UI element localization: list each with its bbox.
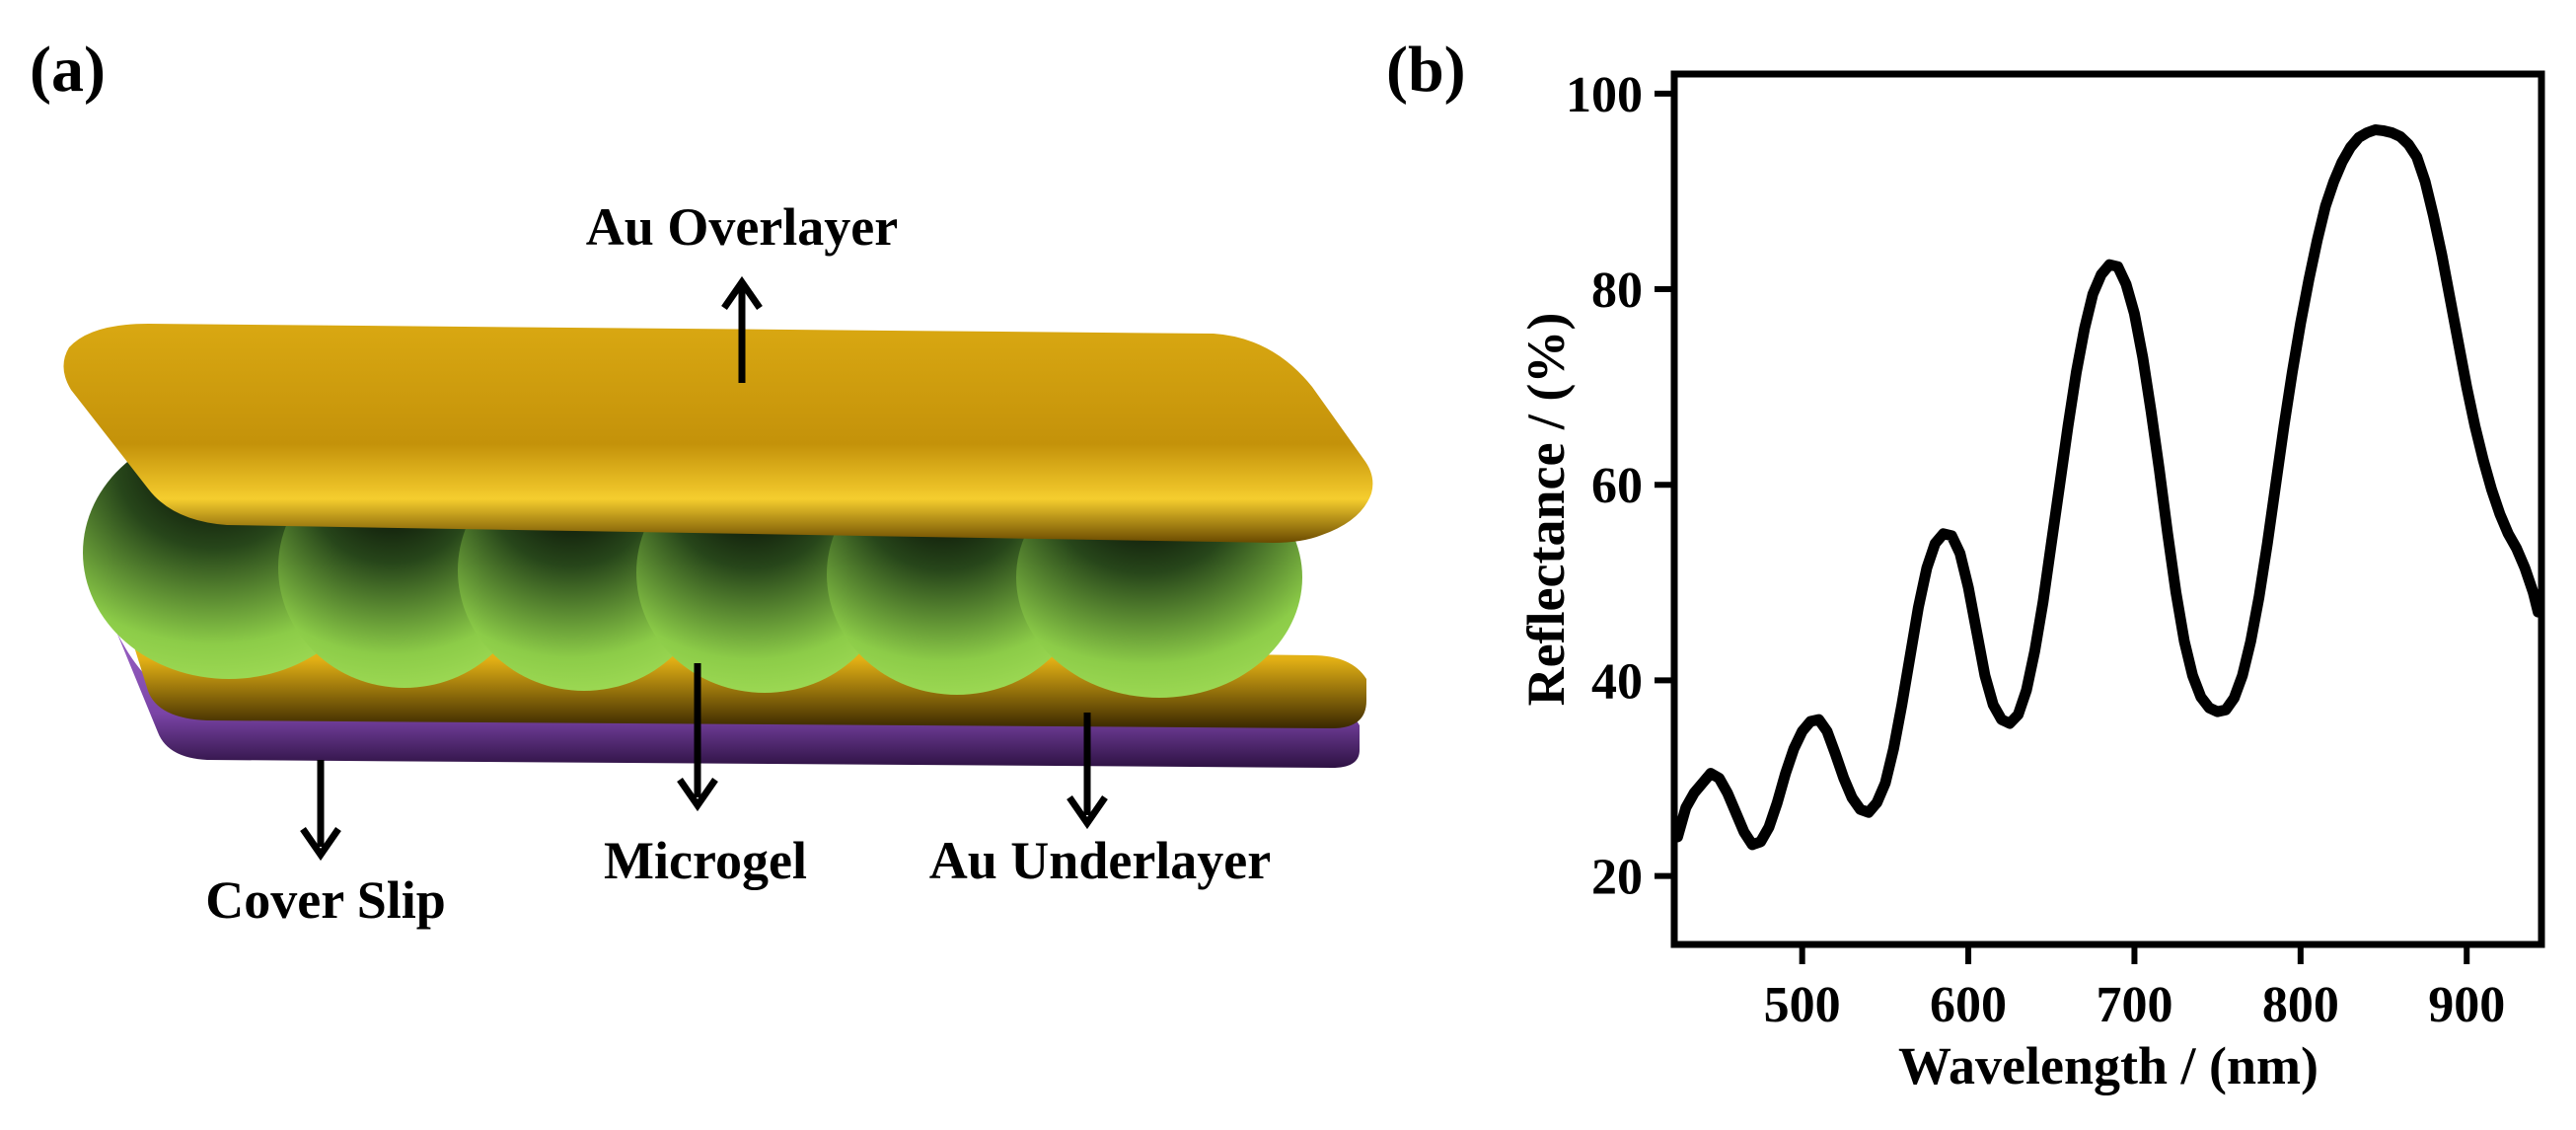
y-tick-label: 40 [1591,653,1643,710]
x-tick-label: 600 [1930,977,2007,1033]
panel-a: (a) Au Overlayer Microg [30,34,1373,930]
x-tick-label: 500 [1764,977,1841,1033]
panel-b: (b) 500 600 700 800 900 20 40 60 80 100 Waveleng… [1386,34,2545,1095]
x-axis-label: Wavelength / (nm) [1898,1036,2318,1095]
au-underlayer-label: Au Underlayer [929,831,1271,890]
panel-a-label: (a) [30,34,106,106]
au-overlayer [63,324,1373,543]
y-axis-label: Reflectance / (%) [1516,313,1576,707]
au-overlayer-label: Au Overlayer [586,197,898,257]
y-tick-label: 20 [1591,850,1643,906]
x-tick-label: 900 [2428,977,2505,1033]
panel-b-label: (b) [1386,34,1466,106]
cover-slip-layer [116,632,1360,768]
x-tick-label: 800 [2262,977,2339,1033]
y-tick-label: 80 [1591,263,1643,319]
x-axis: 500 600 700 800 900 [1764,944,2505,1033]
x-tick-label: 700 [2096,977,2172,1033]
microgel-label: Microgel [604,831,807,890]
reflectance-line [1671,124,2544,851]
y-tick-label: 100 [1566,67,1643,123]
y-tick-label: 60 [1591,458,1643,514]
y-axis: 20 40 60 80 100 [1566,67,1674,906]
label-arrows [300,275,1108,862]
plot-frame [1670,70,2545,948]
cover-slip-label: Cover Slip [205,870,446,930]
